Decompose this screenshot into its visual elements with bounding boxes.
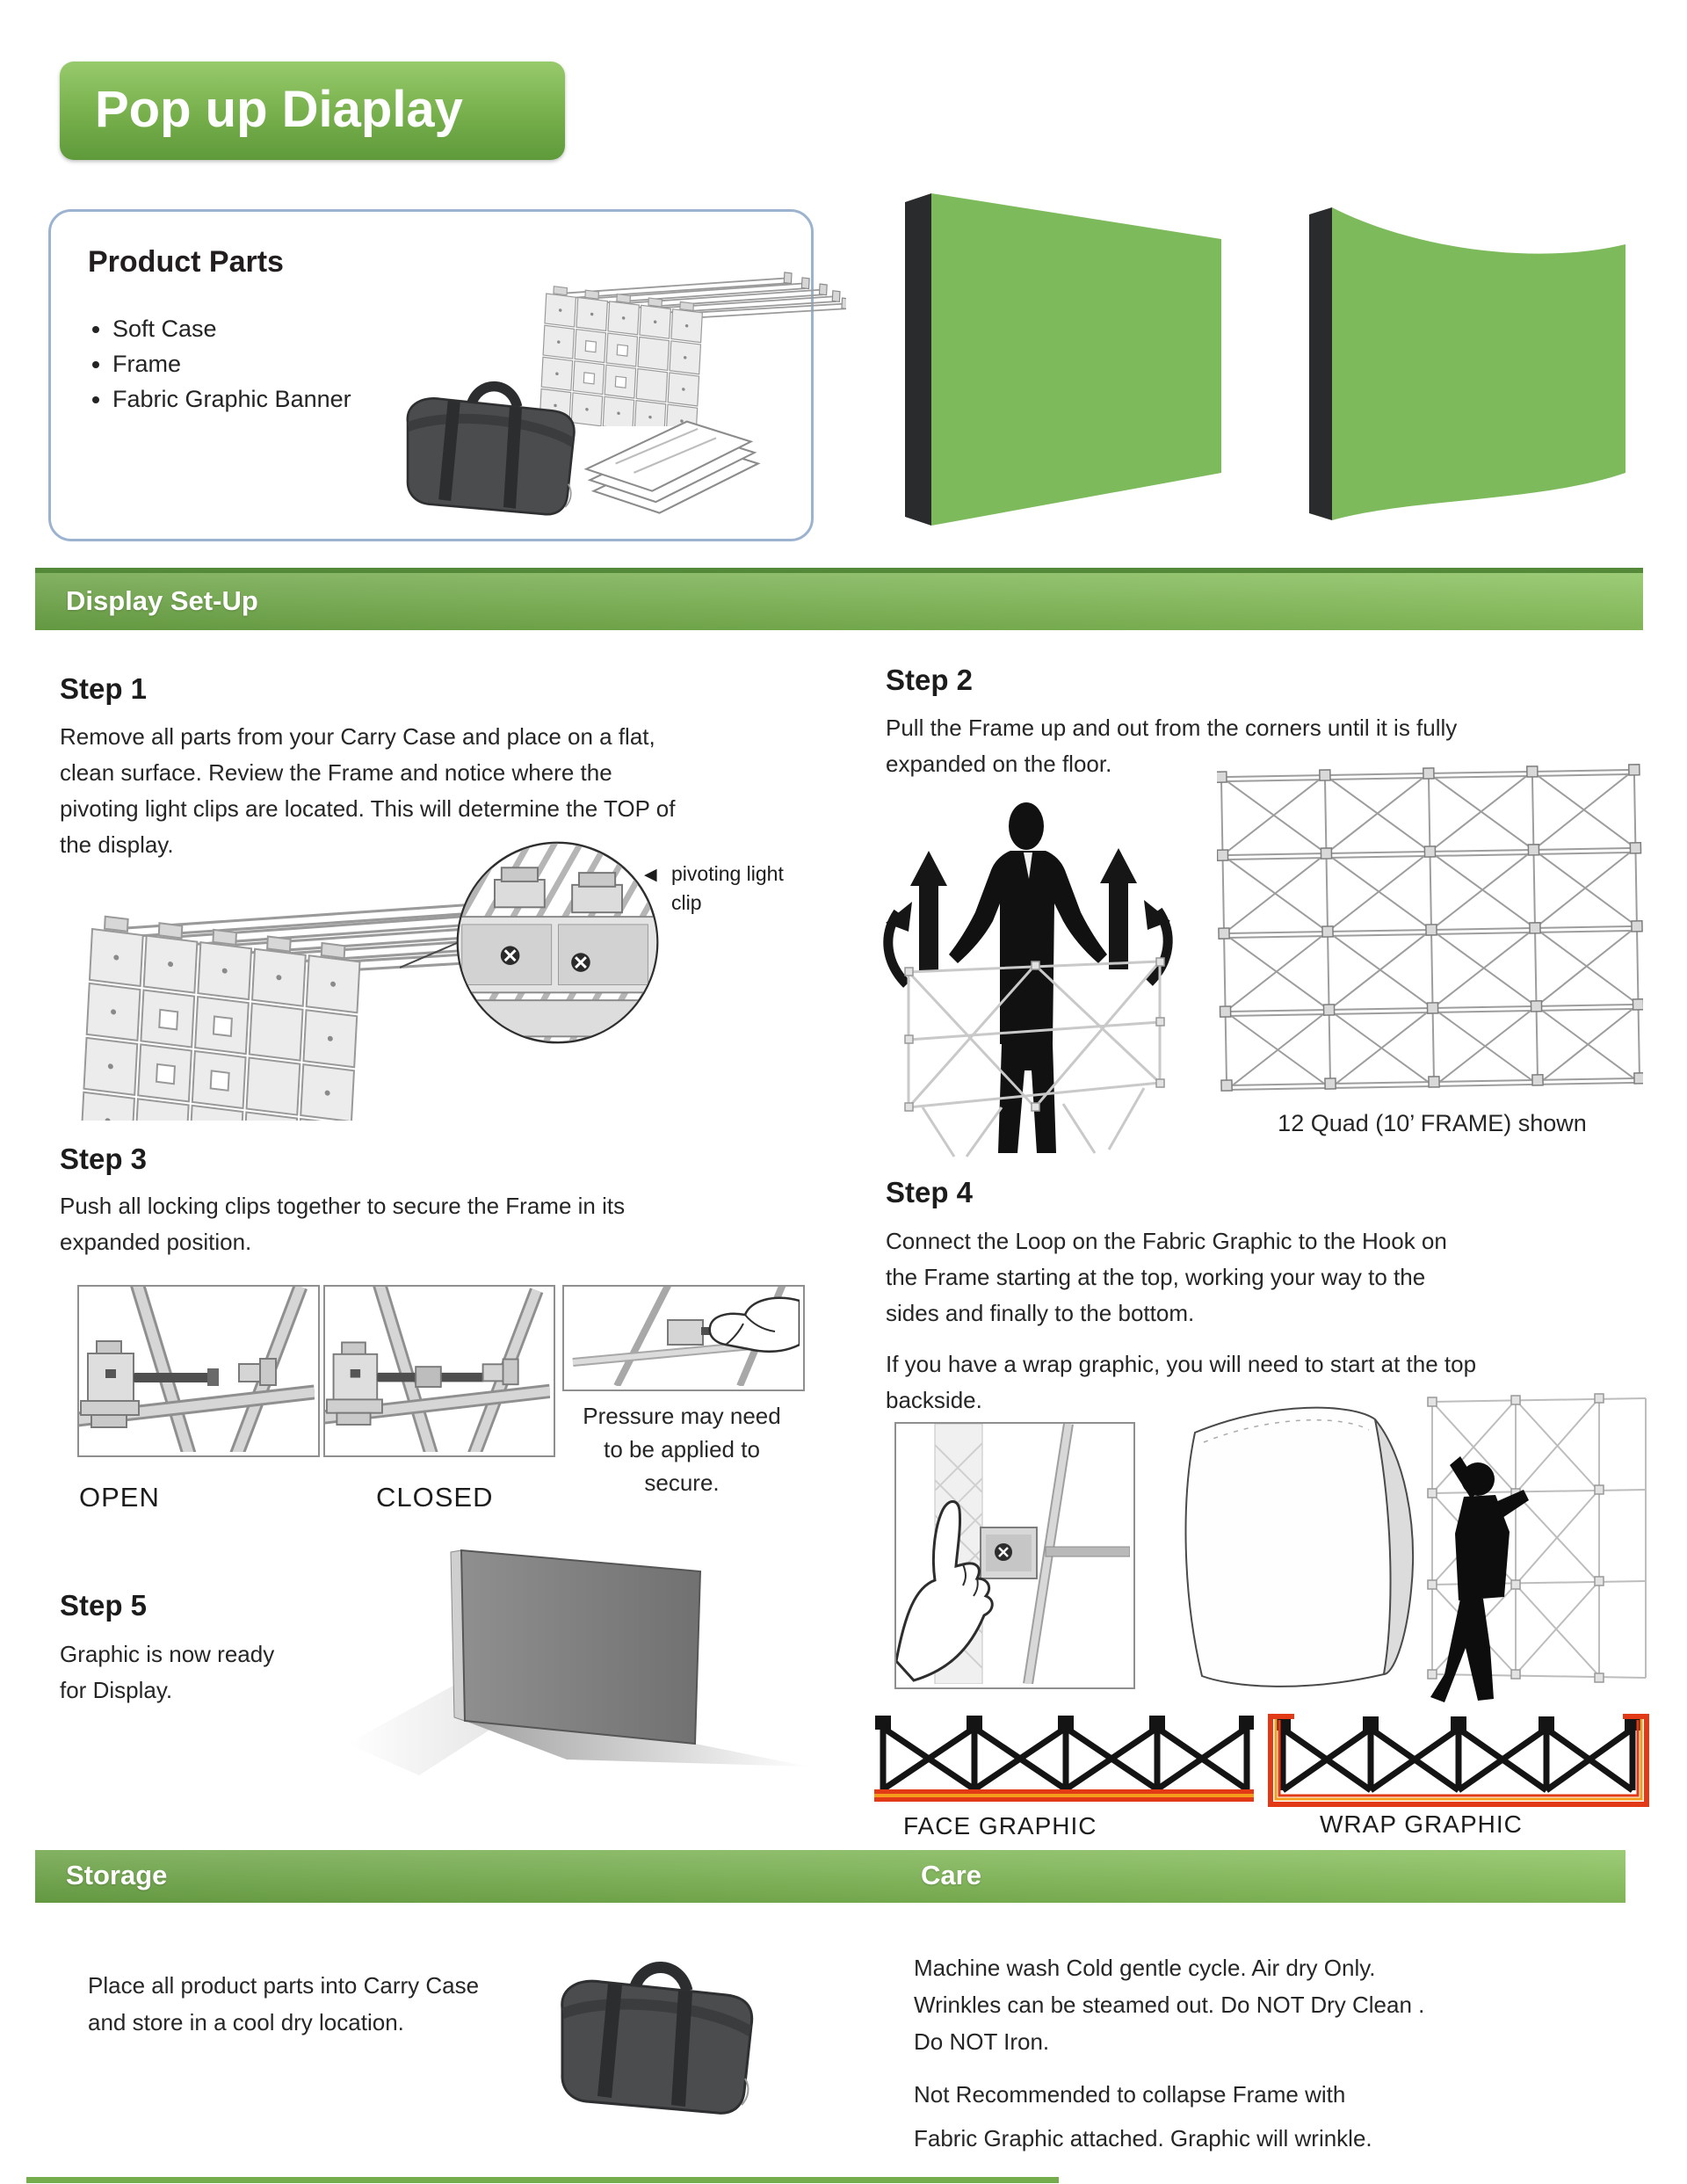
pressure-note: Pressure may need to be applied to secur… [562,1399,801,1499]
text-line: sides and finally to the bottom. [886,1300,1195,1326]
step4-heading: Step 4 [886,1176,974,1208]
text-line: clip [671,891,702,914]
text-line: expanded position. [60,1229,252,1255]
list-item: Fabric Graphic Banner [112,386,351,413]
page-title: Pop up Diaplay [95,81,463,138]
triangle-marker-icon: ◀ [644,866,657,884]
text-line: Wrinkles can be steamed out. Do NOT Dry … [914,1992,1425,2018]
storage-paragraph: Place all product parts into Carry Case … [88,1967,479,2041]
text-line: Pressure may need [583,1403,781,1429]
hand-securing-clip-illustration [572,1287,800,1386]
wrap-graphic-label: WRAP GRAPHIC [1320,1810,1523,1838]
list-item: Soft Case [112,316,351,343]
step3-paragraph: Push all locking clips together to secur… [60,1188,625,1260]
storage-carry-case-illustration [561,1962,754,2115]
care-paragraph-1: Machine wash Cold gentle cycle. Air dry … [914,1949,1424,2060]
curved-display-illustration [1309,207,1625,520]
step4-paragraph-1: Connect the Loop on the Fabric Graphic t… [886,1223,1447,1331]
text-line: expanded on the floor. [886,751,1112,777]
clip-open-image [77,1285,320,1457]
text-line: Remove all parts from your Carry Case an… [60,723,655,750]
text-line: for Display. [60,1677,173,1703]
title-badge: Pop up Diaplay [60,62,565,160]
bottom-divider [26,2177,1059,2183]
pivoting-clip-magnified-view [456,841,659,1044]
display-setup-banner-title: Display Set-Up [66,585,258,616]
text-line: the display. [60,831,174,858]
finished-display-illustration [347,1549,808,1775]
text-line: Fabric Graphic attached. Graphic will wr… [914,2125,1372,2151]
person-expanding-frame-illustration [883,802,1173,1157]
text-line: Connect the Loop on the Fabric Graphic t… [886,1228,1447,1254]
product-parts-list: Soft Case Frame Fabric Graphic Banner [77,316,351,421]
text-line: Graphic is now ready [60,1641,275,1667]
closed-label: CLOSED [376,1482,494,1513]
carry-case-illustration [406,381,576,516]
frame-caption: 12 Quad (10’ FRAME) shown [1278,1110,1587,1136]
text-line: Place all product parts into Carry Case [88,1972,480,1999]
open-label: OPEN [79,1482,160,1513]
text-line: and store in a cool dry location. [88,2009,404,2035]
display-setup-banner: Display Set-Up [35,568,1643,630]
text-line: Push all locking clips together to secur… [60,1193,626,1219]
step4-paragraph-2: If you have a wrap graphic, you will nee… [886,1346,1476,1419]
text-line: Pull the Frame up and out from the corne… [886,715,1458,741]
text-line: If you have a wrap graphic, you will nee… [886,1351,1477,1377]
text-line: pivoting light clips are located. This w… [60,795,676,822]
product-parts-box: Product Parts Soft Case Frame Fabric Gra… [48,209,846,541]
face-graphic-label: FACE GRAPHIC [903,1812,1097,1839]
list-item: Frame [112,351,351,378]
storage-care-banner: Storage Care [35,1850,1625,1903]
step2-paragraph: Pull the Frame up and out from the corne… [886,710,1457,782]
text-line: Machine wash Cold gentle cycle. Air dry … [914,1955,1376,1981]
collapsed-frame-illustration [539,272,846,426]
care-banner-title: Care [921,1860,981,1890]
storage-banner-title: Storage [66,1860,168,1890]
text-line: Do NOT Iron. [914,2028,1050,2055]
face-graphic-illustration [874,1716,1254,1802]
text-line: secure. [644,1469,720,1496]
clip-closed-illustration [325,1287,550,1452]
clip-closed-image [323,1285,555,1457]
hand-pressing-fabric-illustration [896,1424,1130,1684]
text-line: backside. [886,1387,982,1413]
product-parts-title: Product Parts [88,245,284,279]
expanded-frame-illustration [1217,764,1643,1092]
wrap-graphic-illustration [1268,1714,1649,1807]
pivoting-clip-callout: pivoting light clip [671,860,784,918]
text-line: Not Recommended to collapse Frame with [914,2081,1346,2108]
text-line: to be applied to [604,1436,760,1462]
step5-paragraph: Graphic is now ready for Display. [60,1636,274,1709]
person-hanging-graphic-illustration [1184,1393,1647,1702]
clip-open-illustration [79,1287,315,1452]
step2-heading: Step 2 [886,664,974,696]
step3-heading: Step 3 [60,1143,148,1175]
text-line: the Frame starting at the top, working y… [886,1264,1426,1290]
text-line: clean surface. Review the Frame and noti… [60,759,612,786]
clip-hand-image [562,1285,805,1391]
fabric-graphic-illustration [583,420,761,514]
straight-display-illustration [905,193,1221,526]
text-line: pivoting light [671,862,784,885]
step1-heading: Step 1 [60,672,148,705]
care-paragraph-2: Not Recommended to collapse Frame with F… [914,2076,1372,2157]
step5-heading: Step 5 [60,1589,148,1622]
hook-loop-image [894,1422,1135,1689]
step1-paragraph: Remove all parts from your Carry Case an… [60,719,675,863]
